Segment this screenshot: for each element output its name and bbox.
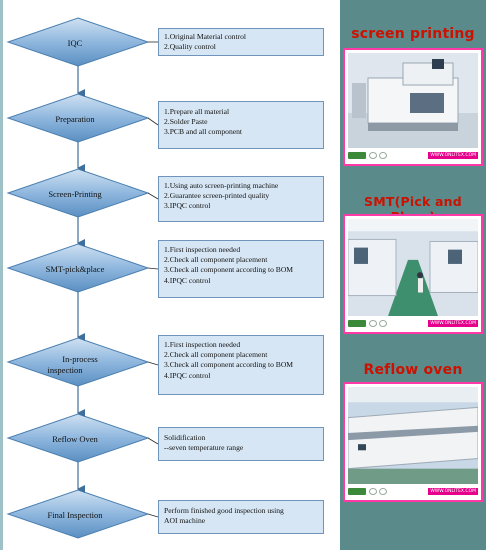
detail-box-preparation: 1.Prepare all material 2.Solder Paste 3.… <box>158 101 324 149</box>
detail-line: 3.PCB and all component <box>164 127 243 137</box>
detail-box-in-process: 1.First inspection needed 2.Check all co… <box>158 335 324 395</box>
photo-smt: WWW.ONLITEX.COM <box>343 214 483 334</box>
detail-line: Perform finished good inspection using <box>164 506 284 515</box>
photo-footer: WWW.ONLITEX.COM <box>348 318 478 329</box>
detail-line: 1.First inspection needed <box>164 245 241 254</box>
step-label-preparation: Preparation <box>55 114 95 124</box>
certification-mark <box>369 320 377 327</box>
photo-reflow-oven: WWW.ONLITEX.COM <box>343 382 483 502</box>
detail-line: 3.Check all component according to BOM <box>164 360 294 370</box>
certification-mark <box>379 488 387 495</box>
flowchart-graphics <box>6 17 159 539</box>
detail-line: Solidification <box>164 433 206 442</box>
certification-mark <box>379 152 387 159</box>
detail-line: 1.Original Material control <box>164 32 247 41</box>
detail-line: 1.Prepare all material <box>164 107 230 116</box>
connector-line <box>147 192 159 200</box>
step-label-final-inspection: Final Inspection <box>47 510 103 520</box>
detail-line: 2.Guarantee screen-printed quality <box>164 191 270 201</box>
connector-line <box>147 361 159 366</box>
reflow-oven-image <box>348 387 478 484</box>
flowchart-panel: IQC Preparation Screen-Printing SMT-pick… <box>0 0 324 550</box>
step-label-in-process-line1: In-process <box>62 354 98 364</box>
brand-url: WWW.ONLITEX.COM <box>428 488 478 495</box>
photo-screen-printing: WWW.ONLITEX.COM <box>343 48 483 166</box>
detail-box-final-inspection: Perform finished good inspection using A… <box>158 500 324 534</box>
detail-line: 2.Check all component placement <box>164 350 268 360</box>
detail-line: 1.Using auto screen-printing machine <box>164 181 279 190</box>
step-label-reflow-oven: Reflow Oven <box>52 434 98 444</box>
detail-line: 3.Check all component according to BOM <box>164 265 294 275</box>
screen-printing-machine-image <box>348 53 478 148</box>
left-edge-stripe <box>0 0 3 550</box>
photo-footer: WWW.ONLITEX.COM <box>348 486 478 497</box>
step-label-in-process-line2: inspection <box>47 365 83 375</box>
connector-line <box>147 437 159 445</box>
detail-line: 1.First inspection needed <box>164 340 241 349</box>
connector-line <box>147 513 159 518</box>
photo-title-reflow-oven: Reflow oven <box>363 362 463 378</box>
detail-line: 2.Check all component placement <box>164 255 268 265</box>
detail-box-smt: 1.First inspection needed 2.Check all co… <box>158 240 324 298</box>
photo-title-screen-printing: screen printing <box>351 26 475 42</box>
certification-mark <box>369 488 377 495</box>
detail-box-screen-printing: 1.Using auto screen-printing machine 2.G… <box>158 176 324 222</box>
step-label-smt: SMT-pick&place <box>45 264 105 274</box>
photo-footer: WWW.ONLITEX.COM <box>348 150 478 161</box>
brand-logo <box>348 320 366 327</box>
detail-line: 2.Solder Paste <box>164 117 208 127</box>
step-label-screen-printing: Screen-Printing <box>48 189 102 199</box>
brand-url: WWW.ONLITEX.COM <box>428 320 478 327</box>
detail-line: 2.Quality control <box>164 42 216 52</box>
step-label-iqc: IQC <box>67 38 83 48</box>
smt-line-image <box>348 219 478 316</box>
brand-logo <box>348 488 366 495</box>
step-diamond <box>6 489 150 539</box>
certification-mark <box>369 152 377 159</box>
connector-line <box>147 267 159 270</box>
detail-line: 4.IPQC control <box>164 370 211 380</box>
brand-url: WWW.ONLITEX.COM <box>428 152 478 159</box>
detail-box-iqc: 1.Original Material control 2.Quality co… <box>158 28 324 56</box>
certification-mark <box>379 320 387 327</box>
detail-line: 3.IPQC control <box>164 201 211 211</box>
detail-line: AOI machine <box>164 516 206 526</box>
connector-line <box>147 117 159 126</box>
detail-line: --seven temperature range <box>164 443 244 453</box>
detail-box-reflow-oven: Solidification --seven temperature range <box>158 427 324 461</box>
detail-line: 4.IPQC control <box>164 275 211 285</box>
photo-panel: screen printing WWW.ONLITEX.COM SMT(Pick… <box>340 0 486 550</box>
brand-logo <box>348 152 366 159</box>
